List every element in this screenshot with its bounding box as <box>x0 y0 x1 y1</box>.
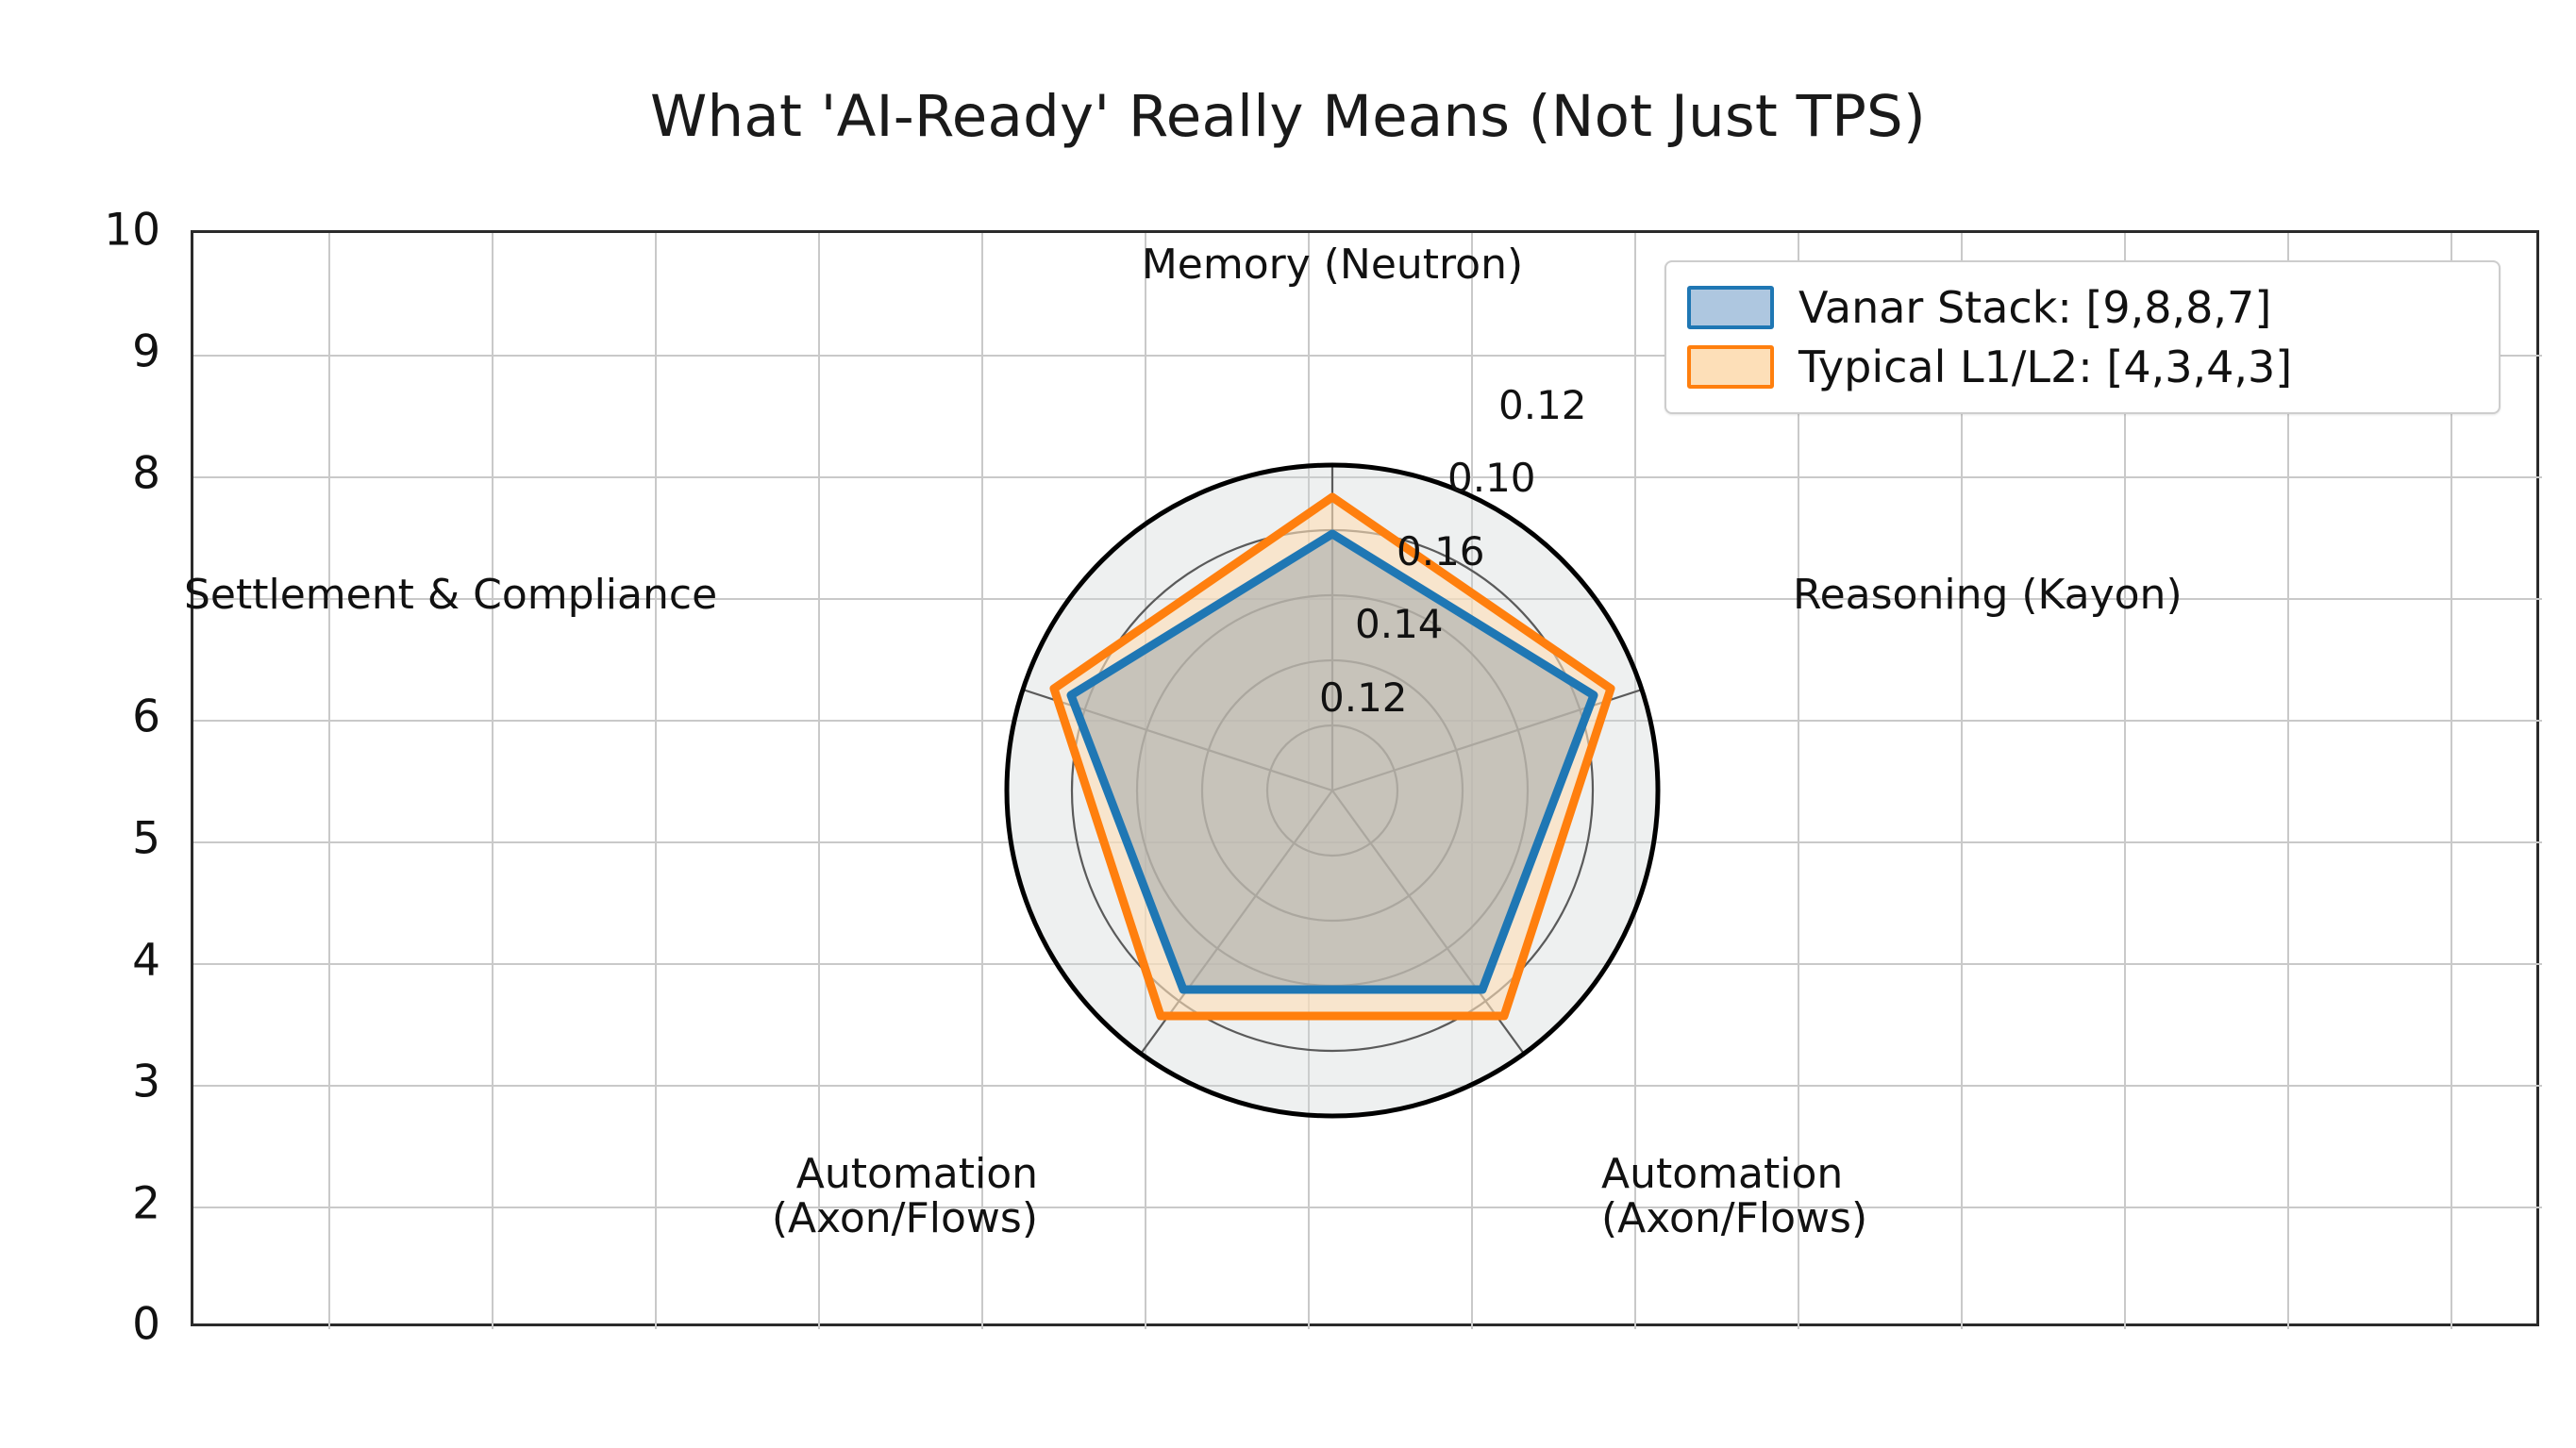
y-tick-label: 4 <box>132 934 160 987</box>
vertical-gridline <box>1961 233 1963 1329</box>
vertical-gridline <box>2124 233 2126 1329</box>
radial-tick-label: 0.16 <box>1397 528 1485 574</box>
y-tick-label: 6 <box>132 691 160 743</box>
y-tick-label: 8 <box>132 447 160 500</box>
vertical-gridline <box>1798 233 1799 1329</box>
category-label-memory: Memory (Neutron) <box>1141 241 1524 289</box>
radial-tick-label: 0.14 <box>1355 601 1444 647</box>
legend-swatch-typical-l1l2 <box>1687 345 1774 390</box>
vertical-gridline <box>981 233 983 1329</box>
legend-label-typical-l1l2: Typical L1/L2: [4,3,4,3] <box>1798 341 2293 393</box>
vertical-gridline <box>818 233 820 1329</box>
vertical-gridline <box>2287 233 2289 1329</box>
y-tick-label: 5 <box>132 812 160 865</box>
legend-swatch-vanar-stack <box>1687 285 1774 329</box>
radial-tick-label: 0.12 <box>1319 674 1408 721</box>
y-tick-label: 10 <box>104 204 160 257</box>
chart-legend[interactable]: Vanar Stack: [9,8,8,7] Typical L1/L2: [4… <box>1664 260 2501 414</box>
chart-title: What 'AI-Ready' Really Means (Not Just T… <box>650 83 1926 150</box>
legend-item-typical-l1l2[interactable]: Typical L1/L2: [4,3,4,3] <box>1687 340 2478 394</box>
vertical-gridline <box>655 233 657 1329</box>
horizontal-gridline <box>193 355 2542 357</box>
y-tick-label: 2 <box>132 1177 160 1230</box>
category-label-settlement: Settlement & Compliance <box>184 571 718 619</box>
radial-tick-label: 0.10 <box>1447 455 1536 501</box>
legend-item-vanar-stack[interactable]: Vanar Stack: [9,8,8,7] <box>1687 280 2478 335</box>
horizontal-gridline <box>193 1207 2542 1208</box>
y-tick-label: 3 <box>132 1056 160 1108</box>
y-tick-label: 9 <box>132 325 160 378</box>
category-label-automation-left: Automation (Axon/Flows) <box>771 1150 1038 1242</box>
y-tick-label: 0 <box>132 1298 160 1351</box>
vertical-gridline <box>2451 233 2452 1329</box>
category-label-automation-right: Automation (Axon/Flows) <box>1601 1150 1868 1242</box>
vertical-gridline <box>492 233 493 1329</box>
legend-label-vanar-stack: Vanar Stack: [9,8,8,7] <box>1798 281 2272 333</box>
category-label-reasoning: Reasoning (Kayon) <box>1793 571 2183 619</box>
radial-tick-label: 0.12 <box>1498 382 1587 428</box>
vertical-gridline <box>328 233 330 1329</box>
